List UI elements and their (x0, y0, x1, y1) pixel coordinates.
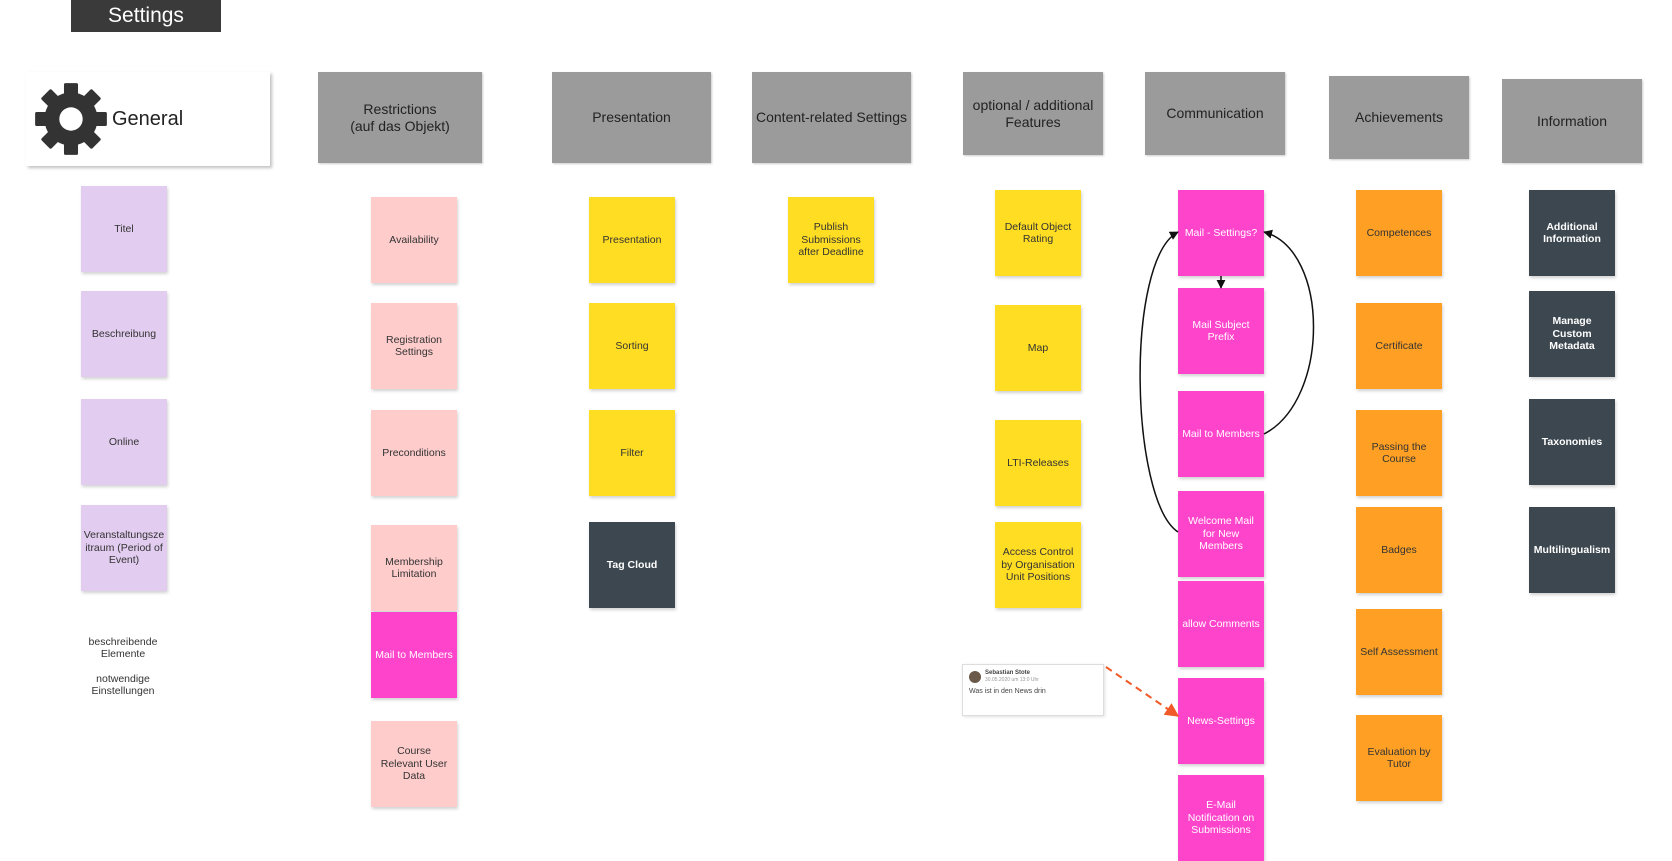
note-self-assessment[interactable]: Self Assessment (1356, 609, 1442, 695)
arrow-comment-to-news (1105, 666, 1180, 717)
note-titel[interactable]: Titel (81, 186, 167, 272)
note-news-settings[interactable]: News-Settings (1178, 678, 1264, 764)
header-content-related: Content-related Settings (752, 72, 911, 163)
note-membership-limitation[interactable]: Membership Limitation (371, 525, 457, 611)
note-certificate[interactable]: Certificate (1356, 303, 1442, 389)
page-title: Settings (71, 0, 221, 32)
note-competences[interactable]: Competences (1356, 190, 1442, 276)
note-registration-settings[interactable]: Registration Settings (371, 303, 457, 389)
note-passing-the-course[interactable]: Passing the Course (1356, 410, 1442, 496)
note-lti-releases[interactable]: LTI-Releases (995, 420, 1081, 506)
note-additional-information[interactable]: Additional Information (1529, 190, 1615, 276)
note-availability[interactable]: Availability (371, 197, 457, 283)
note-beschreibung[interactable]: Beschreibung (81, 291, 167, 377)
note-multilingualism[interactable]: Multilingualism (1529, 507, 1615, 593)
note-sorting[interactable]: Sorting (589, 303, 675, 389)
arrow-mail-members-to-settings (1263, 229, 1315, 435)
gear-icon (35, 83, 107, 155)
arrow-welcome-to-settings (1139, 231, 1179, 533)
note-email-notification[interactable]: E-Mail Notification on Submissions (1178, 775, 1264, 861)
note-mail-subject-prefix[interactable]: Mail Subject Prefix (1178, 288, 1264, 374)
note-online[interactable]: Online (81, 399, 167, 485)
note-default-object-rating[interactable]: Default Object Rating (995, 190, 1081, 276)
note-mail-to-members-communication[interactable]: Mail to Members (1178, 391, 1264, 477)
note-filter[interactable]: Filter (589, 410, 675, 496)
legend-required: notwendige Einstellungen (91, 673, 155, 697)
header-general: General (26, 72, 270, 166)
header-optional: optional / additional Features (963, 72, 1103, 155)
note-course-relevant-user-data[interactable]: Course Relevant User Data (371, 721, 457, 807)
note-publish-submissions[interactable]: Publish Submissions after Deadline (788, 197, 874, 283)
note-veranstaltungszeitraum[interactable]: Veranstaltungsze itraum (Period of Event… (81, 505, 167, 591)
note-mail-settings[interactable]: Mail - Settings? (1178, 190, 1264, 276)
legend-descriptive: beschreibende Elemente (88, 636, 158, 660)
note-presentation[interactable]: Presentation (589, 197, 675, 283)
note-mail-to-members-restrictions[interactable]: Mail to Members (371, 612, 457, 698)
note-evaluation-by-tutor[interactable]: Evaluation by Tutor (1356, 715, 1442, 801)
avatar (969, 670, 981, 683)
header-information: Information (1502, 79, 1642, 163)
note-access-control[interactable]: Access Control by Organisation Unit Posi… (995, 522, 1081, 608)
comment-card[interactable]: Sebastian Stote 30.05.2020 um 13:0 Uhr W… (962, 664, 1104, 716)
note-allow-comments[interactable]: allow Comments (1178, 581, 1264, 667)
note-badges[interactable]: Badges (1356, 507, 1442, 593)
note-preconditions[interactable]: Preconditions (371, 410, 457, 496)
comment-author: Sebastian Stote (985, 670, 1031, 676)
header-achievements: Achievements (1329, 76, 1469, 159)
note-map[interactable]: Map (995, 305, 1081, 391)
header-restrictions: Restrictions (auf das Objekt) (318, 72, 482, 163)
note-welcome-mail[interactable]: Welcome Mail for New Members (1178, 491, 1264, 577)
note-taxonomies[interactable]: Taxonomies (1529, 399, 1615, 485)
note-tag-cloud[interactable]: Tag Cloud (589, 522, 675, 608)
header-communication: Communication (1145, 72, 1285, 155)
note-manage-custom-metadata[interactable]: Manage Custom Metadata (1529, 291, 1615, 377)
comment-date: 30.05.2020 um 13:0 Uhr (985, 677, 1039, 683)
header-general-label: General (112, 107, 184, 130)
header-presentation: Presentation (552, 72, 711, 163)
comment-text: Was ist in den News drin (969, 688, 1046, 695)
